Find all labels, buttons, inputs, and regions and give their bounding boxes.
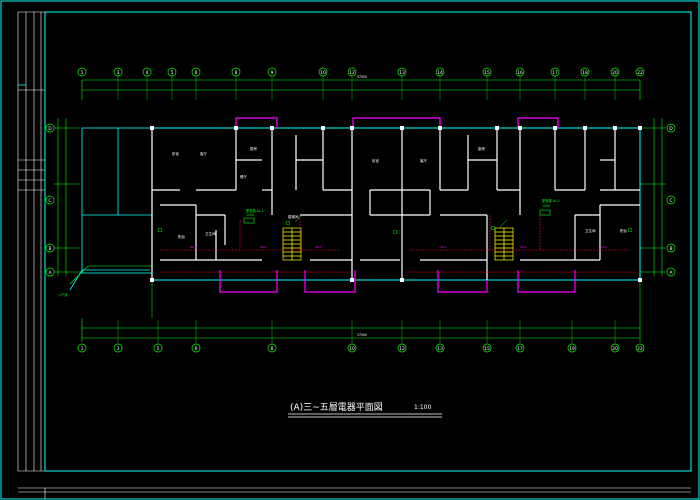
exterior-service-line [69, 265, 152, 285]
circuit-label: WL2 [260, 245, 267, 249]
top-axis-label: 15 [484, 70, 490, 76]
top-axis-label: 17 [552, 70, 558, 76]
panel-note: 1200 [542, 204, 550, 208]
bottom-axis-label: 12 [399, 346, 405, 352]
circuit-label: WL1 [440, 245, 447, 249]
bottom-dimension-lines [81, 318, 641, 342]
top-overall-dimension: 37500 [357, 75, 367, 79]
panel-name: 配电箱 AL-2 [542, 198, 560, 203]
top-axis-label: 9 [271, 70, 274, 76]
right-axis-label: A [669, 270, 673, 276]
bottom-title-strip [18, 487, 691, 499]
top-dimension-lines [81, 79, 641, 100]
top-axis-label: 5 [171, 70, 174, 76]
top-axis-label: 22 [637, 70, 643, 76]
top-axis-label: 4 [146, 70, 149, 76]
right-axis-label: C [669, 198, 672, 204]
bottom-axis-label: 10 [349, 346, 355, 352]
electrical-circuits [160, 215, 635, 273]
left-dimension-lines [54, 118, 80, 276]
room-label: 厨房 [478, 146, 486, 151]
room-label: 阳台 [178, 234, 185, 239]
top-axis-labels: 1 3 4 5 6 8 9 10 12 13 14 15 16 17 18 20… [81, 70, 643, 76]
top-axis-label: 13 [399, 70, 405, 76]
right-axis-label: B [669, 246, 672, 252]
balconies [219, 117, 576, 293]
bottom-axis-label: 8 [271, 346, 274, 352]
room-label: 卧室 [372, 158, 380, 163]
drawing-title: (A)三~五層電器平面図 [290, 402, 383, 413]
right-axis-label: D [669, 126, 673, 132]
room-label: 厨房 [250, 146, 258, 151]
room-label: 卫生间 [585, 228, 596, 233]
room-labels: 卧室 客厅 厨房 卫生间 餐厅 阳台 楼梯间 卧室 客厅 厨房 卫生间 阳台 [172, 146, 628, 239]
bottom-axis-label: 5 [157, 346, 160, 352]
plan-bottom-ticks [151, 282, 641, 318]
circuit-label: WL2 [520, 245, 527, 249]
title-underline [288, 413, 442, 418]
bottom-axis-label: 22 [637, 346, 643, 352]
panel-right: 配电箱 AL-2 1200 [539, 198, 560, 216]
left-title-block-cyan [18, 12, 46, 471]
bottom-axis-label: 1 [81, 346, 84, 352]
left-title-block [17, 11, 45, 472]
right-axis-labels: D C B A [669, 126, 673, 276]
room-label: 客厅 [420, 158, 428, 163]
bottom-axis-label: 17 [517, 346, 523, 352]
room-label: 客厅 [200, 151, 207, 156]
room-label: 阳台 [620, 228, 628, 233]
left-axis-label: B [48, 246, 51, 252]
bottom-overall-dimension: 37500 [357, 333, 367, 337]
bottom-axis-label: 3 [117, 346, 120, 352]
bottom-axis-label: 19 [569, 346, 575, 352]
panel-left: 配电箱 AL-1 1200 [243, 208, 264, 224]
bottom-grid-lines [117, 320, 616, 344]
switch-symbols [157, 214, 633, 235]
left-axis-bubbles [45, 123, 55, 277]
top-axis-label: 6 [195, 70, 198, 76]
top-axis-label: 18 [582, 70, 588, 76]
left-axis-label: D [48, 126, 52, 132]
bottom-axis-bubbles [77, 343, 645, 353]
bottom-axis-label: 15 [484, 346, 490, 352]
exterior-label: 入户线 [58, 292, 68, 297]
right-axis-bubbles [666, 123, 676, 277]
left-axis-labels: D C B A [48, 126, 52, 276]
bottom-axis-label: 20 [612, 346, 618, 352]
top-axis-label: 12 [349, 70, 355, 76]
circuit-label: WL3 [315, 245, 322, 249]
drawing-scale: 1:100 [414, 404, 431, 411]
room-label: 卧室 [172, 151, 179, 156]
bottom-axis-label: 13 [437, 346, 443, 352]
circuit-label: WL3 [600, 245, 607, 249]
top-grid-lines [117, 76, 616, 100]
top-axis-label: 8 [235, 70, 238, 76]
stair-left [282, 227, 302, 261]
left-axis-label: C [48, 198, 51, 204]
top-axis-label: 16 [517, 70, 523, 76]
top-axis-label: 14 [437, 70, 443, 76]
circuit-label: WL1 [190, 245, 197, 249]
right-dimension-lines [640, 118, 666, 276]
top-axis-label: 10 [320, 70, 326, 76]
panel-note: 1200 [246, 213, 254, 217]
top-axis-label: 20 [612, 70, 618, 76]
building-outline [151, 127, 641, 281]
room-label: 楼梯间 [288, 214, 299, 219]
room-label: 餐厅 [240, 174, 247, 179]
circuit-labels: WL1 WL2 WL3 WL1 WL2 WL3 [190, 245, 607, 249]
top-axis-label: 1 [81, 70, 84, 76]
panel-name: 配电箱 AL-1 [246, 208, 264, 213]
stair-right [494, 227, 514, 261]
left-axis-label: A [48, 270, 52, 276]
room-label: 卫生间 [205, 231, 216, 236]
bottom-axis-label: 6 [195, 346, 198, 352]
interior-walls [151, 128, 640, 280]
top-axis-label: 3 [117, 70, 120, 76]
bottom-axis-labels: 1 3 5 6 8 10 12 13 15 17 19 20 22 [81, 346, 643, 352]
structural-columns [150, 126, 642, 282]
